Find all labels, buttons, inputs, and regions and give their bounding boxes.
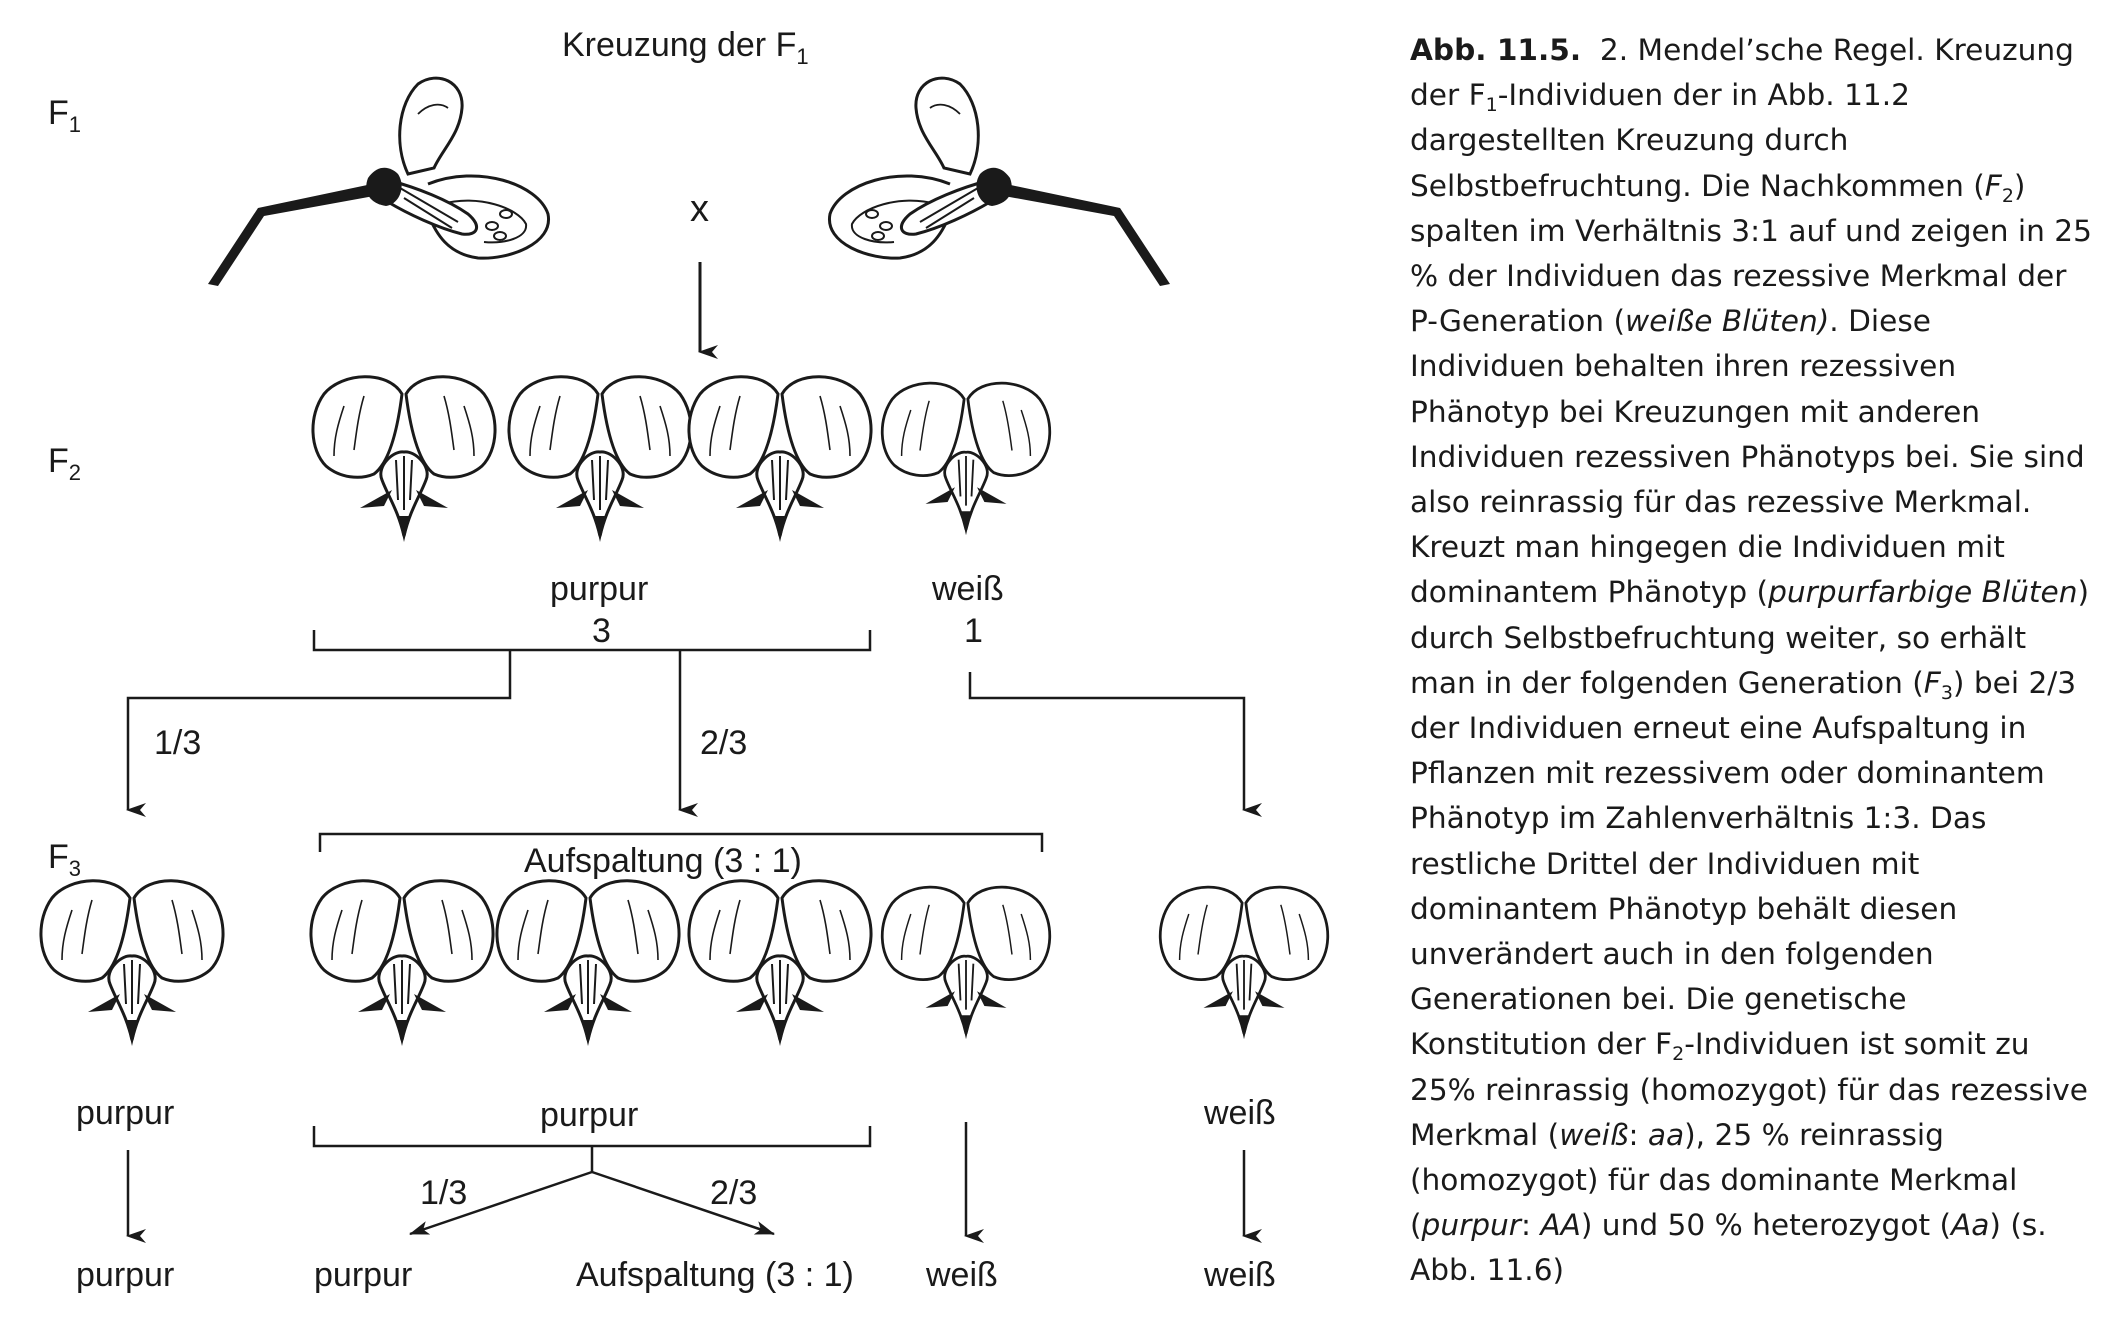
f3-flower-2 bbox=[495, 879, 681, 1048]
f3-middle-label: purpur bbox=[540, 1096, 639, 1134]
branch-left-arrow bbox=[126, 650, 512, 817]
caption-paragraph: Abb. 11.5. 2. Mendel’sche Regel. Kreuzun… bbox=[1410, 28, 2092, 1294]
bottom-fraction-right: 2/3 bbox=[710, 1174, 758, 1212]
f3-flower-left bbox=[39, 879, 225, 1048]
f3-main: F bbox=[48, 838, 69, 876]
top-title-sub: 1 bbox=[796, 44, 809, 69]
f1-main: F bbox=[48, 94, 69, 132]
diagram-graphics bbox=[39, 76, 1330, 1243]
top-title: Kreuzung der F1 bbox=[562, 28, 809, 68]
caption-text-7: -Individuen ist somit zu 25% reinrassig … bbox=[1410, 1027, 2089, 1152]
f3-flower-3 bbox=[687, 879, 873, 1048]
f2-flower-4 bbox=[880, 381, 1052, 537]
f2-sub: 2 bbox=[68, 460, 82, 485]
caption-italic-5: F bbox=[1923, 665, 1941, 700]
f2-purpur-bracket bbox=[312, 630, 872, 652]
caption-italic-4: purpurfarbige Blüten bbox=[1768, 575, 2078, 610]
bottom-col2: purpur bbox=[314, 1256, 413, 1294]
top-title-text: Kreuzung der F bbox=[562, 26, 797, 64]
branch-left-fraction: 1/3 bbox=[154, 724, 202, 762]
caption-italic-10: AA bbox=[1540, 1208, 1581, 1243]
f2-flower-3 bbox=[687, 375, 873, 544]
f3-flower-1 bbox=[309, 879, 495, 1048]
f2-weiss-count: 1 bbox=[964, 612, 983, 650]
caption-text-3: ) spalten im Verhältnis 3:1 auf und zeig… bbox=[1410, 168, 2092, 339]
f3-left-label: purpur bbox=[76, 1094, 175, 1132]
caption-text-10: : bbox=[1520, 1208, 1541, 1243]
f3-right-label: weiß bbox=[1204, 1094, 1276, 1132]
generation-label-f2: F2 bbox=[48, 444, 81, 484]
f2-flower-1 bbox=[311, 375, 497, 544]
split-arrow-left bbox=[409, 1170, 593, 1236]
f1-sub: 1 bbox=[68, 112, 82, 137]
f3-flower-4 bbox=[880, 885, 1052, 1041]
caption-sub-2: 2 bbox=[2001, 184, 2014, 207]
f2-purpur-count: 3 bbox=[592, 612, 611, 650]
caption-italic-8: aa bbox=[1647, 1117, 1685, 1152]
caption-text-12: ) (s. Abb. 11.6) bbox=[1410, 1208, 2047, 1288]
caption-italic-3: weiße Blüten) bbox=[1625, 304, 1830, 339]
generation-label-f1: F1 bbox=[48, 96, 81, 136]
caption-italic-9: purpur bbox=[1421, 1208, 1521, 1243]
f3-sub: 3 bbox=[68, 856, 82, 881]
caption-label: Abb. 11.5. bbox=[1410, 33, 1582, 67]
f1-flower-left bbox=[206, 76, 551, 288]
caption-italic-2: F bbox=[1984, 168, 2002, 203]
f2-flower-2 bbox=[507, 375, 693, 544]
f1-flower-right bbox=[827, 76, 1172, 288]
caption-text-2: -Individuen der in Abb. 11.2 dargestellt… bbox=[1410, 78, 1985, 203]
caption-text-11: ) und 50 % heterozygot ( bbox=[1580, 1208, 1951, 1243]
bottom-col3: Aufspaltung (3 : 1) bbox=[576, 1256, 854, 1294]
caption-text-6: ) bei 2/3 der Individuen erneut eine Auf… bbox=[1410, 665, 2077, 1062]
split-arrow-right bbox=[591, 1170, 775, 1236]
bottom-col4: weiß bbox=[926, 1256, 998, 1294]
cross-symbol: x bbox=[690, 188, 709, 230]
caption-text-9: ), 25 % reinrassig (homozygot) für das d… bbox=[1410, 1117, 2018, 1243]
f3-aufspaltung-bracket bbox=[318, 832, 1044, 852]
caption-italic-7: weiß bbox=[1559, 1117, 1629, 1152]
caption-text-4: . Diese Individuen behalten ihren rezess… bbox=[1410, 304, 2085, 610]
bottom-col5: weiß bbox=[1204, 1256, 1276, 1294]
caption-text-1: 2. Mendel’sche Regel. Kreuzung der F bbox=[1410, 33, 2074, 113]
f2-main: F bbox=[48, 442, 69, 480]
caption-sub-5: 3 bbox=[1940, 681, 1953, 704]
figure-caption: Abb. 11.5. 2. Mendel’sche Regel. Kreuzun… bbox=[1410, 28, 2092, 1294]
bottom-fraction-left: 1/3 bbox=[420, 1174, 468, 1212]
f2-purpur-label: purpur bbox=[550, 570, 649, 608]
bottom-col1: purpur bbox=[76, 1256, 175, 1294]
caption-sub-1: 1 bbox=[1485, 94, 1498, 117]
f2-weiss-label: weiß bbox=[932, 570, 1004, 608]
caption-text-5: ) durch Selbstbefruchtung weiter, so erh… bbox=[1410, 575, 2090, 700]
inheritance-diagram: Kreuzung der F1 x F1 F2 F3 purpur weiß 3… bbox=[39, 28, 1330, 1294]
f3-flower-right bbox=[1158, 885, 1330, 1041]
caption-text-8: : bbox=[1628, 1117, 1648, 1152]
branch-middle-fraction: 2/3 bbox=[700, 724, 748, 762]
branch-right-arrow bbox=[968, 672, 1262, 817]
f3-aufspaltung-label: Aufspaltung (3 : 1) bbox=[524, 842, 802, 880]
generation-label-f3: F3 bbox=[48, 840, 81, 880]
caption-sub-6: 2 bbox=[1672, 1043, 1685, 1066]
caption-italic-11: Aa bbox=[1951, 1208, 1990, 1243]
